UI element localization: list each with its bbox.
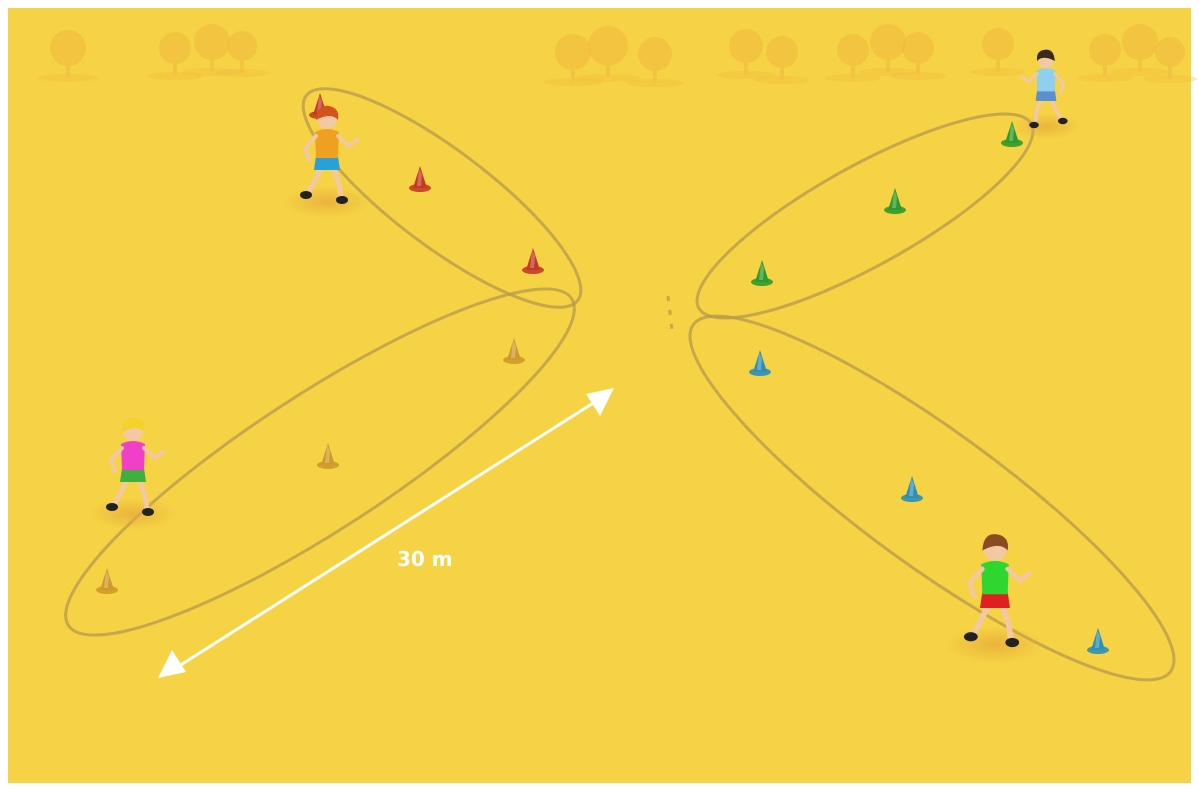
distance-label: 30 m	[397, 547, 453, 571]
